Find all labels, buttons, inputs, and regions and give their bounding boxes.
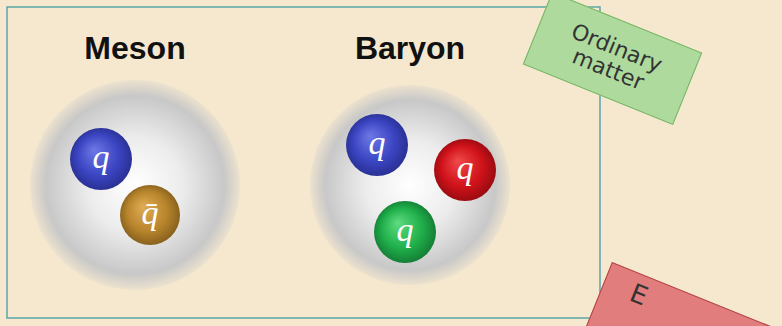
particle-heading: Baryon xyxy=(290,30,530,67)
quark-symbol: q xyxy=(397,213,414,247)
quark: q xyxy=(346,114,408,176)
baryon-particle: Baryonqqq xyxy=(310,85,510,285)
quark-symbol: q̄ xyxy=(142,196,159,230)
hadron-cloud xyxy=(30,80,240,290)
meson-particle: Mesonqq̄ xyxy=(30,80,240,290)
circle xyxy=(70,128,132,190)
quark: q xyxy=(374,201,436,263)
quark-symbol: q xyxy=(457,151,474,185)
category-tag: E xyxy=(575,262,782,326)
particle-heading: Meson xyxy=(10,30,260,67)
antiquark: q̄ xyxy=(120,185,180,245)
frame xyxy=(7,7,600,318)
circle xyxy=(346,114,408,176)
circle xyxy=(30,80,240,290)
category-tag: Ordinary matter xyxy=(523,0,702,125)
circle xyxy=(434,139,496,201)
quark-symbol: q xyxy=(369,126,386,160)
tag-text: E xyxy=(626,279,651,310)
circle xyxy=(120,185,180,245)
circle xyxy=(374,201,436,263)
circle xyxy=(310,85,510,285)
quark: q xyxy=(70,128,132,190)
quark-symbol: q xyxy=(93,140,110,174)
tag-text: Ordinary matter xyxy=(542,12,684,105)
quark: q xyxy=(434,139,496,201)
